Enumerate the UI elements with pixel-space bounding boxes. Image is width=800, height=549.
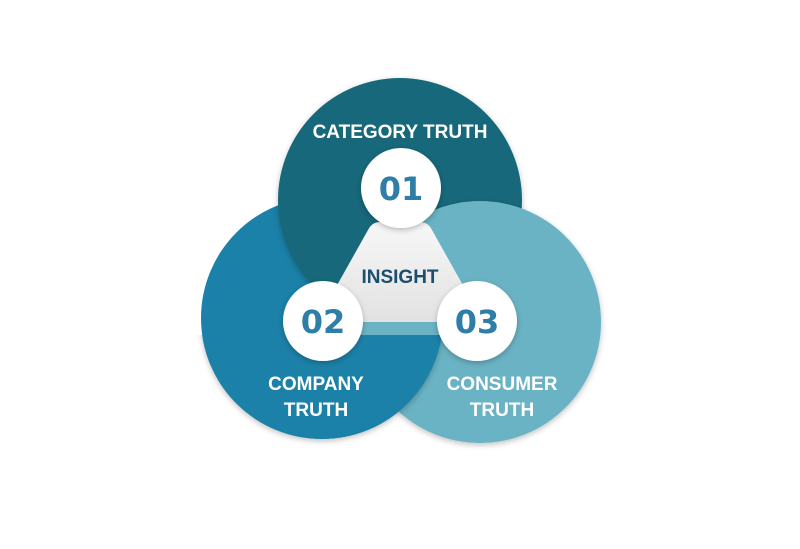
consumer-label-line2: TRUTH bbox=[470, 400, 534, 421]
consumer-label-line1: CONSUMER bbox=[447, 374, 558, 395]
insight-triangle bbox=[321, 222, 479, 322]
company-label-line2: TRUTH bbox=[284, 400, 348, 421]
category-label: CATEGORY TRUTH bbox=[313, 122, 488, 143]
badge-01: 01 bbox=[361, 148, 441, 228]
badge-02: 02 bbox=[283, 281, 363, 361]
badge-03-number: 03 bbox=[455, 303, 500, 341]
badge-01-number: 01 bbox=[379, 170, 424, 208]
badge-02-number: 02 bbox=[301, 303, 346, 341]
company-label-line1: COMPANY bbox=[268, 374, 364, 395]
company-circle-overlap bbox=[202, 335, 442, 439]
badge-03: 03 bbox=[437, 281, 517, 361]
insight-label: INSIGHT bbox=[361, 267, 438, 288]
